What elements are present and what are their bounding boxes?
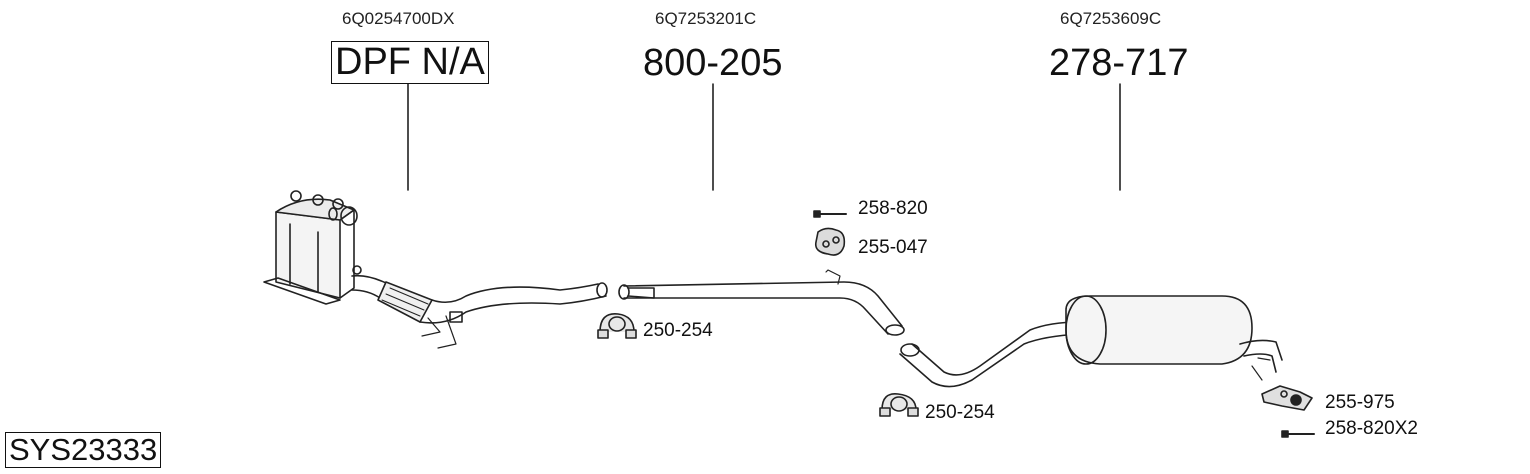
system-id: SYS23333 — [5, 432, 162, 468]
dpf-unit-drawing — [263, 190, 362, 305]
rear-bolt-icon — [1281, 430, 1315, 438]
clamp-icon-1 — [597, 313, 637, 339]
clamp-label-1: 250-254 — [643, 320, 713, 341]
rear-silencer-drawing — [899, 295, 1283, 388]
clamp-label-2: 250-254 — [925, 402, 995, 423]
part-number-rear-silencer: 278-717 — [1049, 42, 1189, 84]
rear-bolt-label: 258-820X2 — [1325, 418, 1418, 439]
oe-number-dpf: 6Q0254700DX — [342, 9, 455, 28]
oe-number-middle-pipe: 6Q7253201C — [655, 9, 757, 28]
bolt-icon — [813, 210, 847, 218]
rear-hanger-label: 255-975 — [1325, 392, 1395, 413]
part-number-middle-pipe: 800-205 — [643, 42, 783, 84]
middle-pipe-drawing — [618, 269, 905, 336]
rubber-hanger-icon — [814, 227, 846, 256]
oe-number-rear-silencer: 6Q7253609C — [1060, 9, 1162, 28]
part-number-dpf: DPF N/A — [331, 41, 489, 84]
hanger-label: 255-047 — [858, 237, 928, 258]
bolt-label: 258-820 — [858, 198, 928, 219]
rear-hanger-icon — [1261, 385, 1313, 411]
clamp-icon-2 — [879, 393, 919, 417]
front-pipe-drawing — [351, 274, 608, 349]
